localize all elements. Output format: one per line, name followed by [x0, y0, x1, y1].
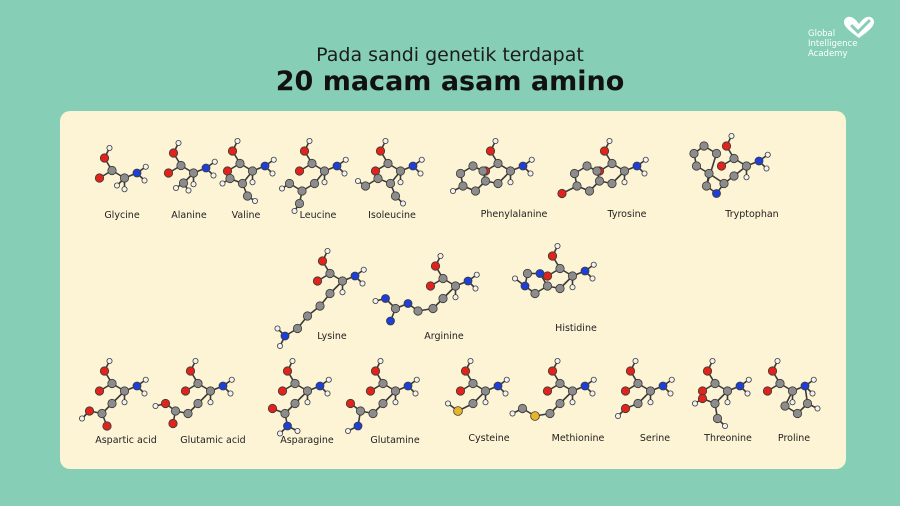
alanine-structure-icon — [163, 140, 218, 194]
label-threonine: Threonine — [704, 433, 752, 444]
molecule-phenylalanine: Phenylalanine — [450, 138, 547, 220]
proline-structure-icon — [762, 358, 821, 419]
molecule-aspartic-acid: Aspartic acid — [79, 358, 157, 446]
cysteine-structure-icon — [445, 358, 510, 416]
molecule-glutamic-acid: Glutamic acid — [152, 358, 246, 446]
molecule-valine: Valine — [219, 138, 277, 221]
valine-structure-icon — [219, 138, 277, 204]
label-histidine: Histidine — [555, 323, 597, 334]
label-asparagine: Asparagine — [280, 435, 334, 446]
molecule-asparagine: Asparagine — [267, 358, 334, 446]
label-glycine: Glycine — [104, 210, 140, 221]
label-valine: Valine — [231, 210, 261, 221]
label-serine: Serine — [639, 433, 671, 444]
molecule-cysteine: Cysteine — [445, 358, 510, 444]
lysine-structure-icon — [274, 248, 367, 350]
page-title: 20 macam asam amino — [275, 66, 625, 97]
histidine-structure-icon — [512, 243, 597, 299]
molecule-proline: Proline — [762, 358, 821, 444]
amino-acid-panel: Glycine Alanine Valine Leucine Isoleucin… — [60, 111, 846, 469]
serine-structure-icon — [615, 358, 675, 419]
molecule-alanine: Alanine — [163, 140, 218, 221]
asparagine-structure-icon — [267, 358, 332, 437]
arginine-structure-icon — [372, 253, 480, 326]
molecule-lysine: Lysine — [274, 248, 367, 350]
label-arginine: Arginine — [424, 331, 464, 342]
glycine-structure-icon — [94, 145, 149, 193]
molecule-histidine: Histidine — [512, 243, 597, 334]
molecule-glutamine: Glutamine — [345, 358, 420, 446]
molecule-threonine: Threonine — [692, 358, 752, 444]
tryptophan-structure-icon — [689, 133, 771, 198]
label-glutamine: Glutamine — [370, 435, 420, 446]
label-glutamic-acid: Glutamic acid — [180, 435, 246, 446]
glutamine-structure-icon — [345, 358, 420, 435]
label-proline: Proline — [777, 433, 811, 444]
label-tyrosine: Tyrosine — [607, 209, 647, 220]
molecule-serine: Serine — [615, 358, 675, 444]
molecule-tryptophan: Tryptophan — [689, 133, 779, 220]
leucine-structure-icon — [279, 138, 349, 215]
methionine-structure-icon — [509, 358, 597, 421]
threonine-structure-icon — [692, 358, 752, 430]
label-cysteine: Cysteine — [468, 433, 510, 444]
label-leucine: Leucine — [299, 210, 337, 221]
logo-text: Global Intelligence Academy — [808, 29, 888, 59]
molecule-leucine: Leucine — [279, 138, 349, 221]
label-methionine: Methionine — [551, 433, 605, 444]
logo-line-2: Intelligence — [808, 39, 858, 49]
logo-line-3: Academy — [808, 49, 848, 59]
label-tryptophan: Tryptophan — [725, 209, 779, 220]
molecule-methionine: Methionine — [509, 358, 604, 444]
aspartic-acid-structure-icon — [79, 358, 149, 431]
molecule-tyrosine: Tyrosine — [557, 138, 649, 220]
glutamic-acid-structure-icon — [152, 358, 235, 429]
molecule-glycine: Glycine — [94, 145, 149, 221]
label-phenylalanine: Phenylalanine — [480, 209, 548, 220]
page-subtitle: Pada sandi genetik terdapat — [316, 44, 584, 66]
molecule-arginine: Arginine — [372, 253, 480, 342]
heart-logo-icon — [844, 16, 874, 38]
label-alanine: Alanine — [171, 210, 207, 221]
label-aspartic-acid: Aspartic acid — [95, 435, 157, 446]
academy-logo: Global Intelligence Academy — [806, 16, 886, 64]
tyrosine-structure-icon — [557, 138, 649, 199]
phenylalanine-structure-icon — [450, 138, 535, 196]
molecule-isoleucine: Isoleucine — [355, 138, 425, 221]
label-isoleucine: Isoleucine — [368, 210, 416, 221]
isoleucine-structure-icon — [355, 138, 425, 207]
logo-line-1: Global — [808, 29, 836, 39]
label-lysine: Lysine — [317, 331, 347, 342]
